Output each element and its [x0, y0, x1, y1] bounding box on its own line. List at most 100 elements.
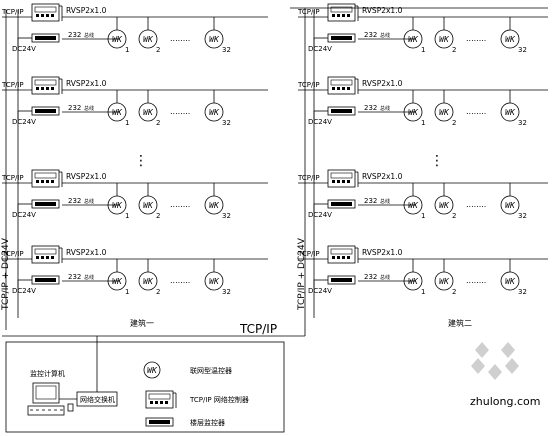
- cable-label: RVSP2x1.0: [66, 6, 107, 15]
- watermark-shape: [488, 364, 502, 380]
- rs232-label: 232: [68, 104, 81, 112]
- rs232-label: 232: [68, 273, 81, 281]
- dc24v-label: DC24V: [308, 45, 332, 53]
- module-fill: [35, 36, 56, 40]
- tcpip-label: TCP/IP: [297, 8, 320, 16]
- wk-meter-icon: [434, 102, 454, 122]
- watermark-shape: [471, 358, 485, 374]
- wk-meter-label: WK: [439, 35, 450, 44]
- wk-meter-icon: [138, 29, 158, 49]
- wk-meter-label: WK: [147, 366, 158, 375]
- watermark-shape: [505, 358, 519, 374]
- tcpip-label: TCP/IP: [1, 174, 24, 182]
- cable-label: RVSP2x1.0: [66, 79, 107, 88]
- floor-module-icon: [145, 417, 174, 427]
- monitor-screen: [35, 385, 57, 400]
- wk-meter-label: WK: [143, 277, 154, 286]
- meter-number: 1: [125, 119, 129, 127]
- wk-meter-label: WK: [408, 108, 419, 117]
- controller-led: [41, 14, 44, 17]
- cable-label: RVSP2x1.0: [362, 172, 403, 181]
- rs232-suffix: 总线: [84, 32, 94, 39]
- controller-screen: [34, 6, 57, 13]
- wk-meter-icon: [138, 195, 158, 215]
- meter-number: 2: [452, 288, 456, 296]
- tcpip-label: TCP/IP: [1, 8, 24, 16]
- watermark-shape: [501, 342, 515, 358]
- controller-led: [165, 401, 168, 404]
- controller-led: [337, 14, 340, 17]
- ellipsis: ........: [466, 107, 486, 116]
- module-fill: [35, 109, 56, 113]
- wk-meter-label: WK: [439, 201, 450, 210]
- wk-meter-label: WK: [408, 35, 419, 44]
- wk-meter-label: WK: [505, 277, 516, 286]
- meter-number: 1: [421, 119, 425, 127]
- tcpip-label: TCP/IP: [1, 81, 24, 89]
- wk-meter-icon: [500, 102, 520, 122]
- wk-meter-icon: [143, 361, 161, 379]
- controller-led: [342, 14, 345, 17]
- controller-led: [51, 256, 54, 259]
- controller-screen: [330, 79, 353, 86]
- wk-meter-icon: [204, 29, 224, 49]
- controller-led: [337, 87, 340, 90]
- wk-meter-icon: [403, 102, 423, 122]
- meter-number: 32: [518, 46, 527, 54]
- rs232-suffix: 总线: [380, 198, 390, 205]
- controller-led: [347, 14, 350, 17]
- controller-screen: [34, 248, 57, 255]
- wk-meter-label: WK: [143, 35, 154, 44]
- watermark: zhulong.com: [470, 342, 540, 408]
- building-label: 建筑二: [448, 318, 472, 328]
- controller-led: [347, 180, 350, 183]
- rs232-label: 232: [68, 197, 81, 205]
- ellipsis: ........: [170, 200, 190, 209]
- tcpip-label: TCP/IP: [297, 250, 320, 258]
- module-fill: [331, 36, 352, 40]
- rs232-suffix: 总线: [380, 274, 390, 281]
- wk-meter-icon: [500, 195, 520, 215]
- controller-led: [342, 256, 345, 259]
- network-controller-icon: [327, 76, 356, 95]
- controller-screen: [330, 248, 353, 255]
- wk-meter-icon: [434, 29, 454, 49]
- meter-number: 32: [222, 119, 231, 127]
- meter-number: 1: [125, 288, 129, 296]
- dc24v-label: DC24V: [12, 287, 36, 295]
- wk-meter-icon: [434, 271, 454, 291]
- wk-meter-label: WK: [143, 201, 154, 210]
- controller-led: [155, 401, 158, 404]
- controller-led: [46, 256, 49, 259]
- meter-number: 1: [421, 288, 425, 296]
- cable-label: RVSP2x1.0: [66, 248, 107, 257]
- controller-led: [342, 87, 345, 90]
- wk-meter-icon: [107, 271, 127, 291]
- controller-led: [41, 87, 44, 90]
- controller-led: [342, 180, 345, 183]
- controller-led: [51, 180, 54, 183]
- meter-number: 32: [518, 212, 527, 220]
- cable-label: RVSP2x1.0: [362, 79, 403, 88]
- meter-number: 32: [518, 288, 527, 296]
- dc24v-label: DC24V: [308, 211, 332, 219]
- meter-number: 1: [125, 212, 129, 220]
- controller-led: [150, 401, 153, 404]
- wk-meter-icon: [403, 29, 423, 49]
- wk-meter-icon: [107, 29, 127, 49]
- rs232-label: 232: [68, 31, 81, 39]
- meter-number: 2: [156, 119, 160, 127]
- ellipsis: ........: [170, 276, 190, 285]
- legend-label-1: TCP/IP 网络控制器: [189, 395, 249, 404]
- meter-number: 1: [125, 46, 129, 54]
- rs232-label: 232: [364, 197, 377, 205]
- dc24v-label: DC24V: [12, 118, 36, 126]
- tcpip-label: TCP/IP: [297, 174, 320, 182]
- wk-meter-label: WK: [112, 108, 123, 117]
- dc24v-label: DC24V: [12, 211, 36, 219]
